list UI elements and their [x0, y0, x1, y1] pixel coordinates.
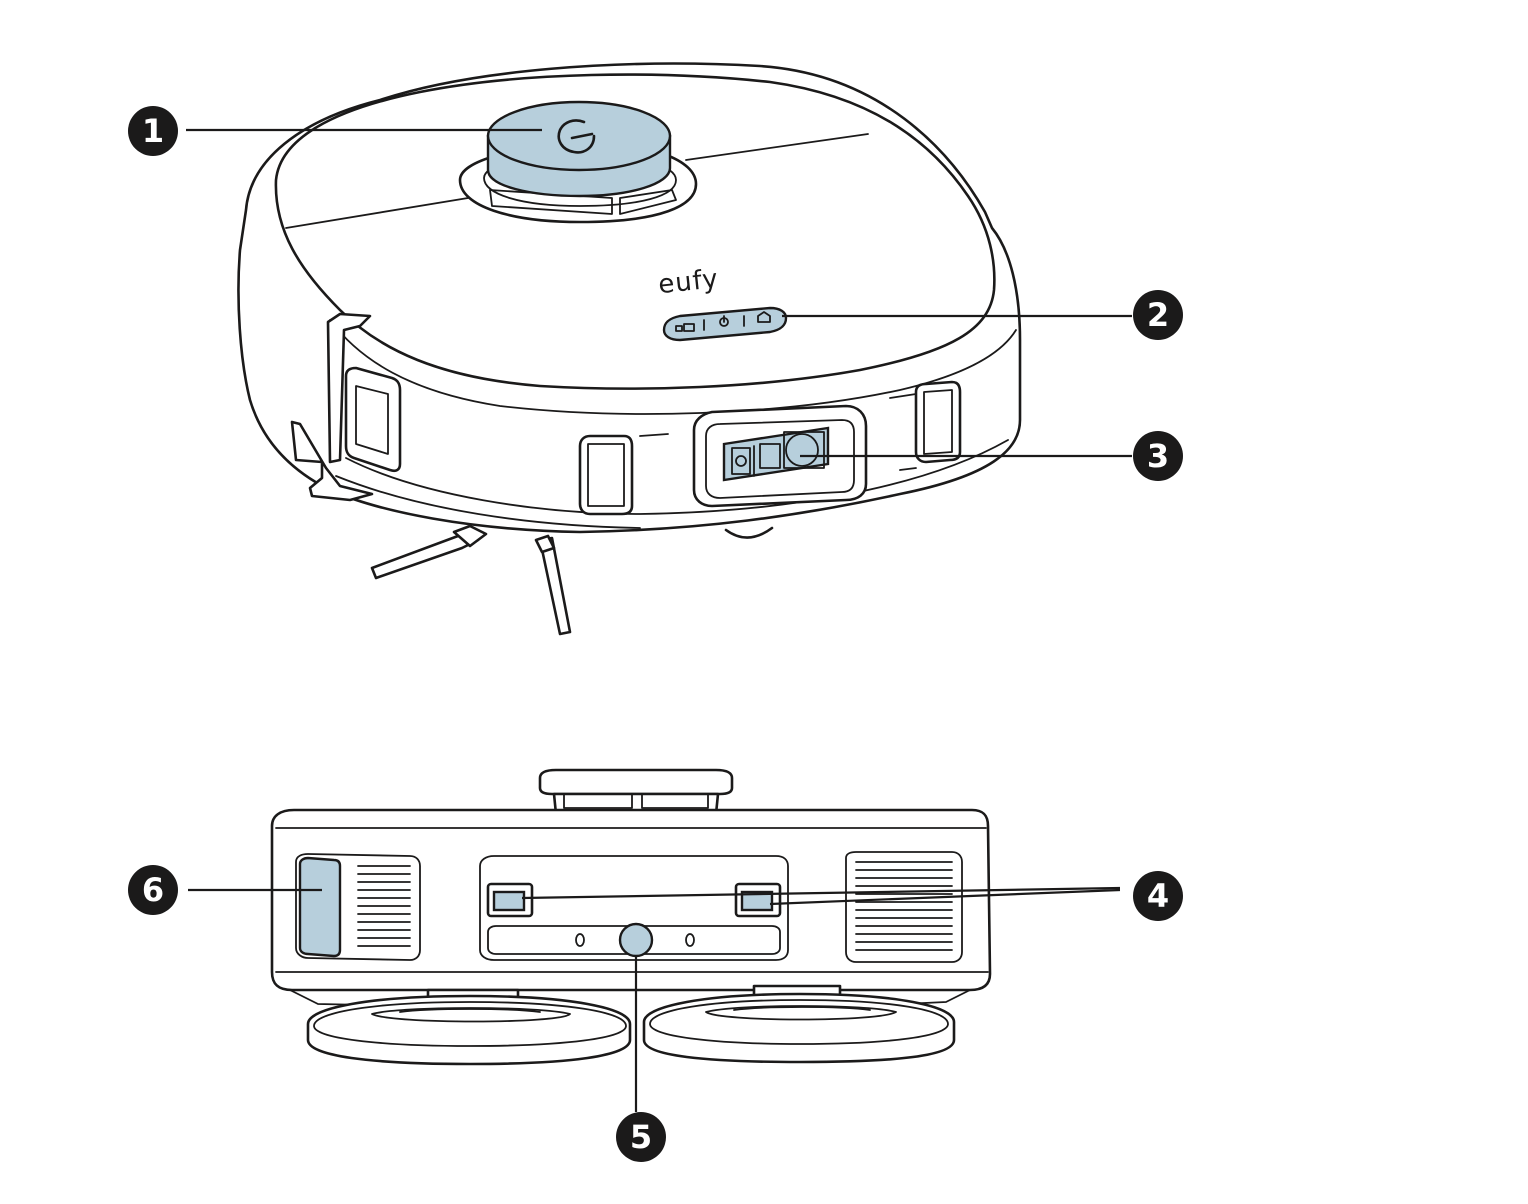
left-vent	[357, 865, 411, 947]
front-sensor	[722, 426, 830, 482]
callout-5: 5	[616, 1112, 666, 1162]
callout-3-number: 3	[1147, 437, 1169, 475]
bottom-caster	[618, 922, 654, 958]
robot-front-body	[270, 808, 992, 992]
side-brush	[370, 526, 774, 636]
callout-3: 3	[1133, 431, 1183, 481]
callout-6: 6	[128, 865, 178, 915]
callout-2: 2	[1133, 290, 1183, 340]
leader-lines	[186, 128, 1132, 1112]
callout-1: 1	[128, 106, 178, 156]
brand-label: eufy	[657, 264, 720, 300]
robot-top-view: eufy	[237, 62, 1022, 636]
right-vent	[855, 861, 953, 951]
side-panel	[298, 856, 342, 958]
callout-5-number: 5	[630, 1118, 652, 1156]
callout-4-number: 4	[1147, 877, 1169, 915]
top-button	[458, 100, 698, 224]
callout-6-number: 6	[142, 871, 164, 909]
bottom-sensors	[486, 882, 782, 918]
right-mop-pad	[642, 984, 956, 1064]
callout-4: 4	[1133, 871, 1183, 921]
robot-top-surface	[274, 73, 996, 390]
callout-1-number: 1	[142, 112, 164, 150]
left-mop-pad	[306, 988, 632, 1066]
leader-4b	[769, 888, 1121, 906]
callout-2-number: 2	[1147, 296, 1169, 334]
robot-front-view	[270, 768, 992, 1066]
leader-4a	[521, 886, 1121, 900]
indicator-panel	[662, 306, 788, 342]
